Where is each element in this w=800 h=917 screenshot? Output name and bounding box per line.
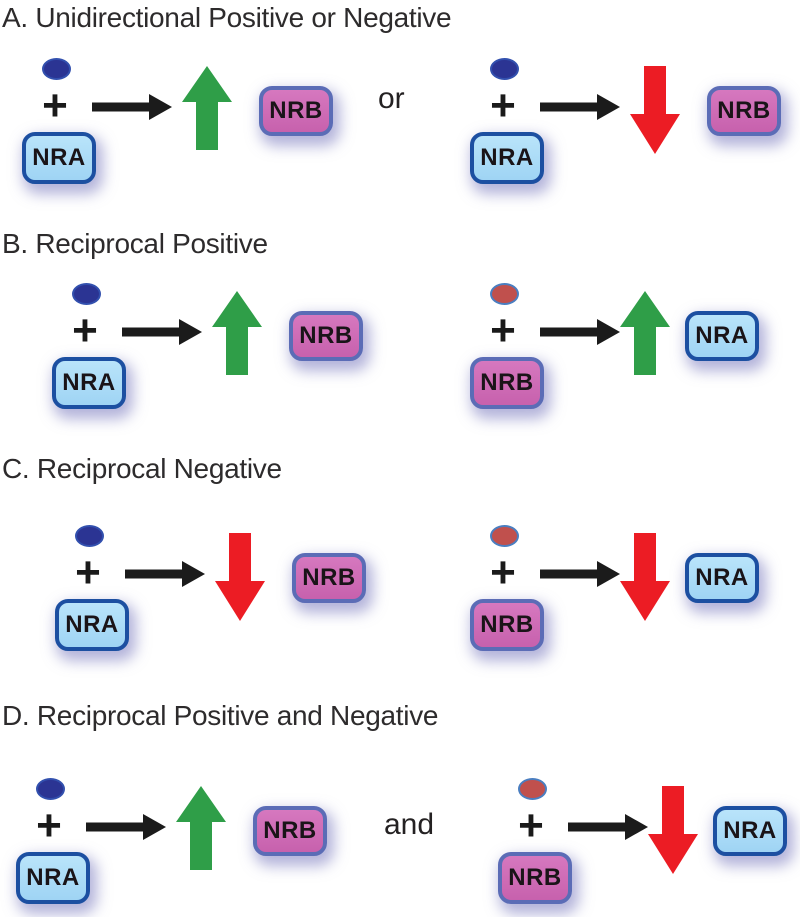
blue-ligand-icon bbox=[75, 525, 104, 547]
down-arrow-icon bbox=[215, 533, 265, 621]
up-arrow-icon bbox=[620, 291, 670, 379]
receptor-box-nrb: NRB bbox=[470, 357, 544, 409]
section-c-title: C. Reciprocal Negative bbox=[2, 453, 282, 484]
receptor-box-nra: NRA bbox=[22, 132, 96, 184]
receptor-box-nrb: NRB bbox=[707, 86, 781, 136]
up-arrow-icon bbox=[182, 66, 232, 154]
or-connector-label: or bbox=[378, 82, 405, 115]
receptor-box-nrb: NRB bbox=[253, 806, 327, 856]
receptor-box-nrb: NRB bbox=[259, 86, 333, 136]
receptor-box-nrb: NRB bbox=[470, 599, 544, 651]
blue-ligand-icon bbox=[42, 58, 71, 80]
down-arrow-icon bbox=[620, 533, 670, 621]
receptor-box-nra: NRA bbox=[713, 806, 787, 856]
reaction-diagram-a-left: + NRA NRB bbox=[22, 58, 342, 190]
right-arrow-icon bbox=[122, 319, 202, 345]
red-ligand-icon bbox=[490, 525, 519, 547]
down-arrow-icon bbox=[630, 66, 680, 154]
plus-sign: + bbox=[490, 81, 516, 130]
right-arrow-icon bbox=[540, 94, 620, 120]
plus-sign: + bbox=[72, 306, 98, 355]
plus-sign: + bbox=[490, 548, 516, 597]
plus-sign: + bbox=[490, 306, 516, 355]
section-a-title: A. Unidirectional Positive or Negative bbox=[2, 2, 452, 33]
reaction-diagram-b-left: + NRA NRB bbox=[52, 283, 372, 415]
right-arrow-icon bbox=[568, 814, 648, 840]
plus-sign: + bbox=[36, 801, 62, 850]
plus-sign: + bbox=[42, 81, 68, 130]
section-b-title: B. Reciprocal Positive bbox=[2, 228, 268, 259]
right-arrow-icon bbox=[540, 319, 620, 345]
reaction-diagram-c-left: + NRA NRB bbox=[55, 525, 375, 657]
down-arrow-icon bbox=[648, 786, 698, 874]
up-arrow-icon bbox=[176, 786, 226, 874]
reaction-diagram-c-right: + NRB NRA bbox=[470, 525, 790, 657]
reaction-diagram-d-left: + NRA NRB bbox=[16, 778, 336, 910]
reaction-diagram-a-right: + NRA NRB bbox=[470, 58, 790, 190]
receptor-box-nra: NRA bbox=[16, 852, 90, 904]
receptor-box-nrb: NRB bbox=[498, 852, 572, 904]
right-arrow-icon bbox=[86, 814, 166, 840]
right-arrow-icon bbox=[92, 94, 172, 120]
right-arrow-icon bbox=[125, 561, 205, 587]
right-arrow-icon bbox=[540, 561, 620, 587]
blue-ligand-icon bbox=[72, 283, 101, 305]
receptor-box-nrb: NRB bbox=[292, 553, 366, 603]
up-arrow-icon bbox=[212, 291, 262, 379]
reaction-diagram-d-right: + NRB NRA bbox=[498, 778, 800, 910]
blue-ligand-icon bbox=[36, 778, 65, 800]
section-d-title: D. Reciprocal Positive and Negative bbox=[2, 700, 439, 731]
blue-ligand-icon bbox=[490, 58, 519, 80]
red-ligand-icon bbox=[490, 283, 519, 305]
receptor-box-nra: NRA bbox=[52, 357, 126, 409]
red-ligand-icon bbox=[518, 778, 547, 800]
receptor-box-nrb: NRB bbox=[289, 311, 363, 361]
receptor-box-nra: NRA bbox=[685, 553, 759, 603]
and-connector-label: and bbox=[384, 808, 435, 841]
plus-sign: + bbox=[75, 548, 101, 597]
receptor-box-nra: NRA bbox=[55, 599, 129, 651]
receptor-box-nra: NRA bbox=[470, 132, 544, 184]
reaction-diagram-b-right: + NRB NRA bbox=[470, 283, 790, 415]
plus-sign: + bbox=[518, 801, 544, 850]
receptor-box-nra: NRA bbox=[685, 311, 759, 361]
